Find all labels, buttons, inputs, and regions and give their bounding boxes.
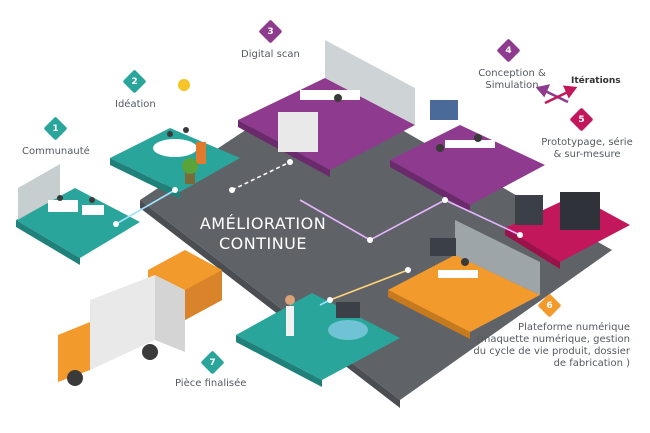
step-label-ideation: Idéation [115,99,156,110]
simulation-screen [430,100,458,120]
step-label-digital-scan: Digital scan [241,49,300,60]
station-piece-finalisee [236,293,400,387]
station-digital-scan [238,40,415,177]
iterations-arrow-icon [535,84,578,105]
step-badge-3: 3 [258,19,283,44]
3d-printer-1 [515,195,543,225]
floor [140,82,612,400]
step-badge-2: 2 [122,69,147,94]
3d-printer-2 [560,192,600,230]
station-ideation [110,79,240,199]
station-communaute [16,164,140,265]
step-badge-1: 1 [43,116,68,141]
hologram [328,320,368,340]
center-title: AMÉLIORATION CONTINUE [193,214,333,254]
iterations-label: Itérations [571,76,621,86]
step-badge-6: 6 [537,293,562,318]
station-conception [390,100,545,212]
step-badge-4: 4 [496,38,521,63]
center-title-line2: CONTINUE [218,234,307,253]
step-badge-7: 7 [200,350,225,375]
engineer-figure [286,306,294,336]
step-badge-5: 5 [569,107,594,132]
step-label-plateforme: Plateforme numérique (maquette numérique… [473,322,630,369]
finished-part [336,302,360,318]
step-label-piece-finalisee: Pièce finalisée [175,378,247,389]
delivery-truck-icon [58,275,185,386]
step-label-conception: Conception & Simulation [478,68,546,91]
center-title-line1: AMÉLIORATION [199,214,327,233]
lightbulb-icon [178,79,190,91]
process-path [113,159,523,306]
station-prototypage [505,192,630,269]
station-plateforme [388,220,540,339]
step-label-prototypage: Prototypage, série & sur-mesure [541,137,633,160]
step-label-communaute: Communauté [22,146,90,157]
